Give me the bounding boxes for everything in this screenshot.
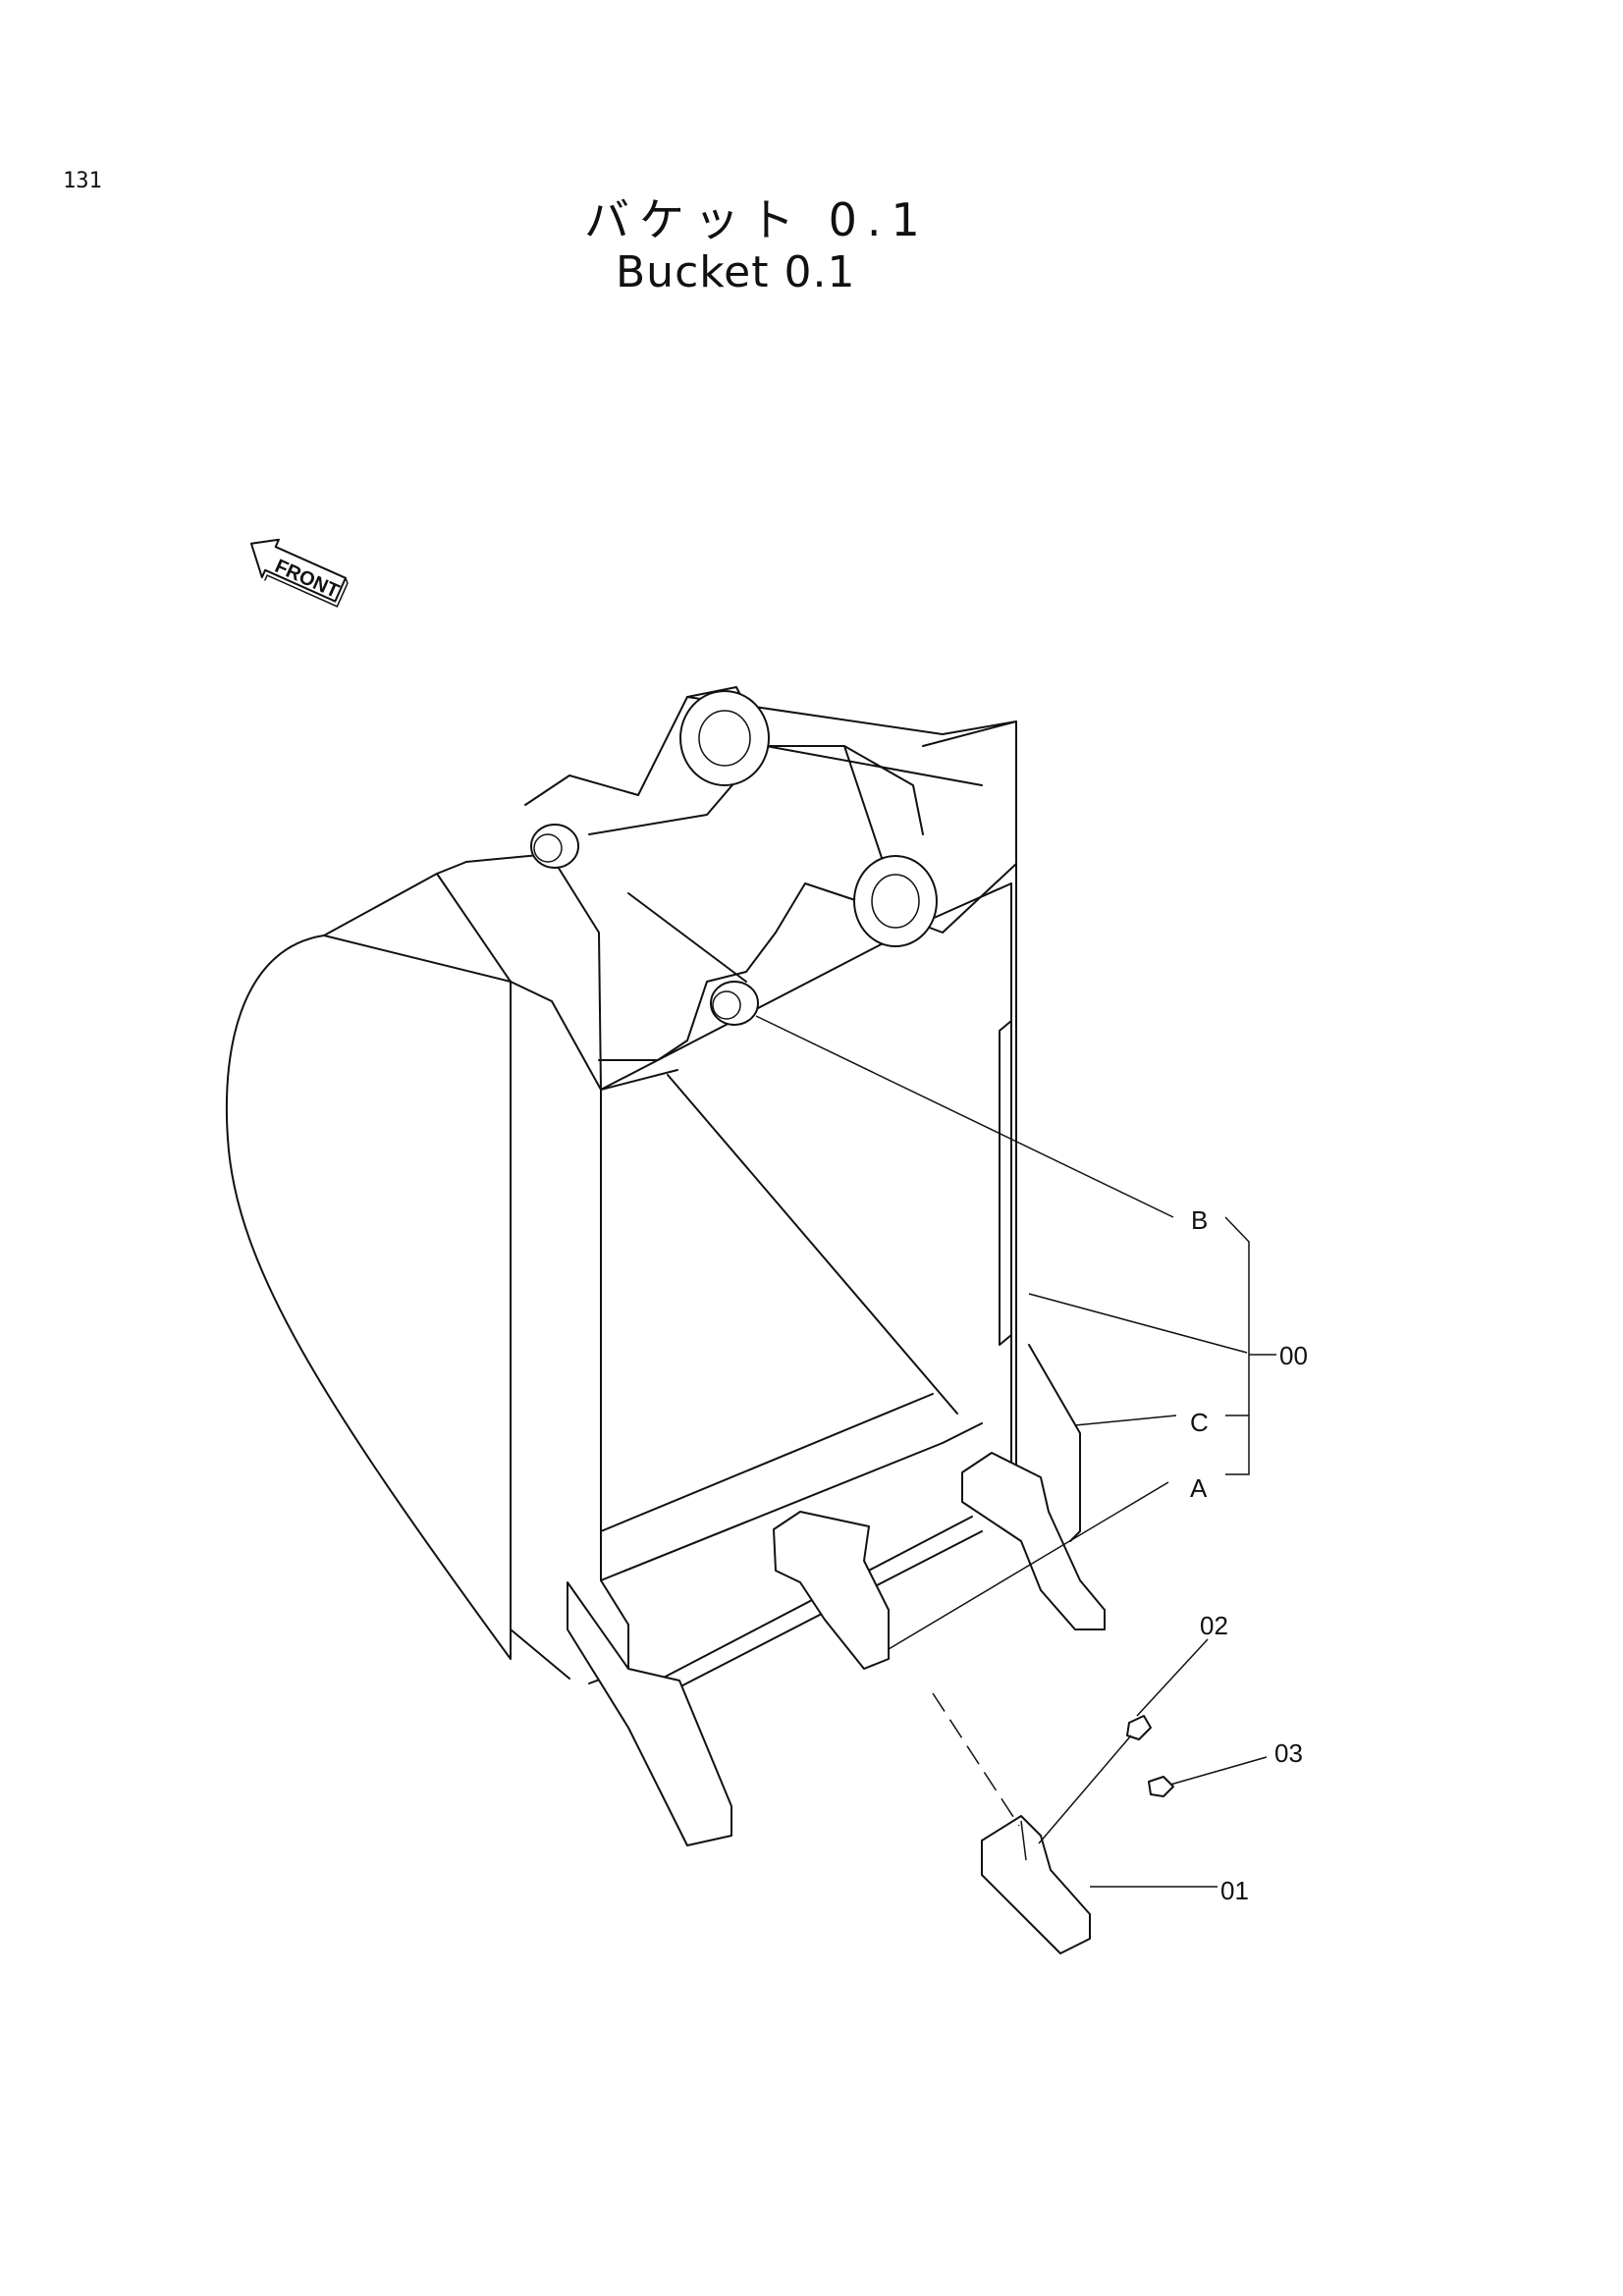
callout-03: 03 xyxy=(1274,1738,1303,1768)
front-arrow-icon: FRONT xyxy=(249,538,349,608)
callout-a: A xyxy=(1190,1473,1208,1503)
callout-01: 01 xyxy=(1220,1876,1249,1905)
callout-c: C xyxy=(1190,1408,1209,1437)
bucket-teeth xyxy=(567,1452,1106,1846)
callout-b: B xyxy=(1191,1205,1208,1235)
title-english: Bucket 0.1 xyxy=(616,247,856,297)
title-japanese: バケット 0.1 xyxy=(584,193,930,246)
callout-02: 02 xyxy=(1200,1611,1228,1640)
page-number: 131 xyxy=(63,169,102,193)
leader-lines xyxy=(755,1015,1276,1888)
bucket-body xyxy=(225,721,1081,1699)
bucket-link-bracket xyxy=(524,686,1017,1061)
callout-00: 00 xyxy=(1279,1341,1308,1370)
loose-tooth-assembly xyxy=(981,1715,1174,1954)
